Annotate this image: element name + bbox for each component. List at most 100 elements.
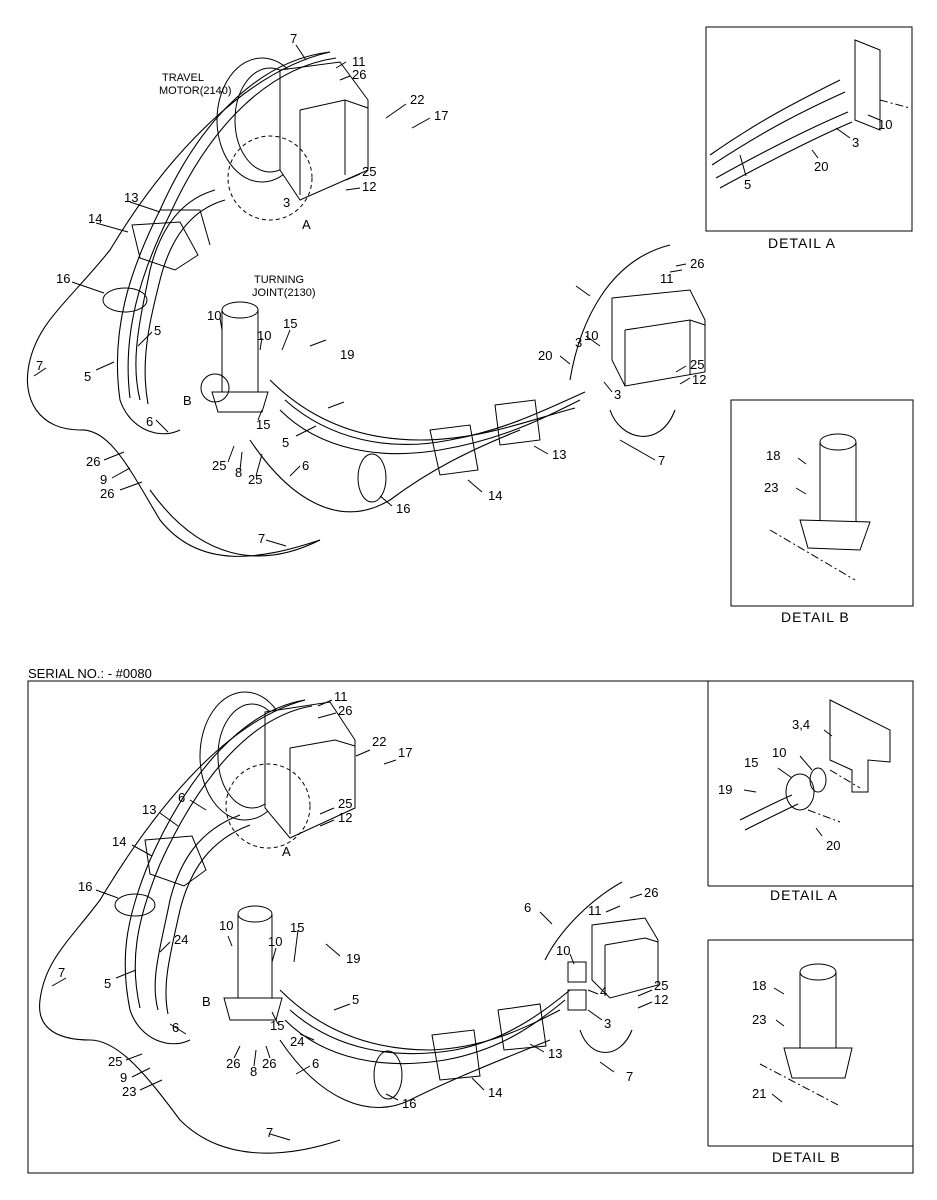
callout: 3 [852,135,859,150]
callout: 7 [58,965,65,980]
callout: 10 [878,117,892,132]
callout: 15 [744,755,758,770]
callout: 3,4 [792,717,810,732]
bottom-assembly [39,691,891,1154]
bottom-view-letter-b: B [202,994,211,1009]
callout: 6 [146,414,153,429]
clamps-bottom [114,835,547,1100]
callout: 17 [434,108,448,123]
callout: 15 [270,1018,284,1033]
callout: 20 [538,348,552,363]
callout: 4 [600,984,607,999]
callout: 17 [398,745,412,760]
callout: 7 [266,1125,273,1140]
callout: 26 [338,703,352,718]
top-callouts: 7 11 26 22 17 25 12 3 13 14 16 5 10 10 1… [36,31,706,546]
detail-a-bottom [739,699,891,837]
callout: 25 [654,978,668,993]
travel-motor-title-line1: TRAVEL [162,72,204,84]
callout: 7 [36,358,43,373]
callout: 16 [402,1096,416,1111]
callout: 10 [556,943,570,958]
callout: 7 [258,531,265,546]
detail-b-top-caption: DETAIL B [781,609,850,625]
callout: 11 [588,903,602,918]
bottom-view-letter-a: A [282,844,291,859]
callout: 25 [212,458,226,473]
callout: 20 [814,159,828,174]
callout: 25 [248,472,262,487]
callout: 11 [660,271,674,286]
callout: 7 [626,1069,633,1084]
hoses-bottom [39,699,633,1154]
callout: 3 [604,1016,611,1031]
hoses-top [26,51,676,557]
callout: 20 [826,838,840,853]
clamps-top [102,209,541,503]
top-view-letter-a: A [302,217,311,232]
callout: 19 [340,347,354,362]
callout: 12 [692,372,706,387]
travel-motor-top [216,57,369,221]
callout: 22 [410,92,424,107]
callout: 26 [86,454,100,469]
callout: 11 [334,689,348,704]
callout: 3 [614,387,621,402]
callout: 24 [290,1034,304,1049]
turning-joint-title-line2: JOINT(2130) [252,287,316,299]
detail-a-top [705,26,913,232]
callout: 13 [142,802,156,817]
detail-a-top-caption: DETAIL A [768,235,836,251]
serial-number-label: SERIAL NO.: - #0080 [28,666,152,681]
callout: 12 [338,810,352,825]
callout: 10 [584,328,598,343]
valve-block-top-right [611,289,706,387]
top-view-letter-b: B [183,393,192,408]
detail-b-bottom-caption: DETAIL B [772,1149,841,1165]
callout: 10 [219,918,233,933]
callout: 13 [124,190,138,205]
callout: 10 [268,934,282,949]
callout: 13 [548,1046,562,1061]
detail-a-bottom-caption: DETAIL A [770,887,838,903]
bottom-frame [27,680,914,1174]
leaders-bottom [51,699,653,1141]
top-assembly [26,26,914,607]
callout: 15 [283,316,297,331]
callout: 25 [362,164,376,179]
callout: 6 [312,1056,319,1071]
callout: 8 [250,1064,257,1079]
callout: 21 [752,1086,766,1101]
callout: 6 [524,900,531,915]
callout: 26 [100,486,114,501]
callout: 23 [122,1084,136,1099]
callout: 16 [396,501,410,516]
leaders-top [33,44,691,547]
callout: 13 [552,447,566,462]
callout: 8 [235,465,242,480]
turning-joint-title-line1: TURNING [254,274,304,286]
callout: 3 [575,335,582,350]
callout: 19 [718,782,732,797]
callout: 23 [752,1012,766,1027]
callout: 12 [654,992,668,1007]
callout: 18 [766,448,780,463]
callout: 12 [362,179,376,194]
callout: 26 [262,1056,276,1071]
callout: 9 [100,472,107,487]
travel-motor-title-line2: MOTOR(2140) [159,85,232,97]
callout: 14 [112,834,126,849]
callout: 7 [290,31,297,46]
callout: 19 [346,951,360,966]
turning-joint-bottom [223,905,283,1021]
callout: 24 [174,932,188,947]
callout: 5 [282,435,289,450]
callout: 6 [172,1020,179,1035]
callout: 26 [644,885,658,900]
callout: 3 [283,195,290,210]
callout: 18 [752,978,766,993]
callout: 14 [488,1085,502,1100]
callout: 26 [690,256,704,271]
callout: 5 [104,976,111,991]
